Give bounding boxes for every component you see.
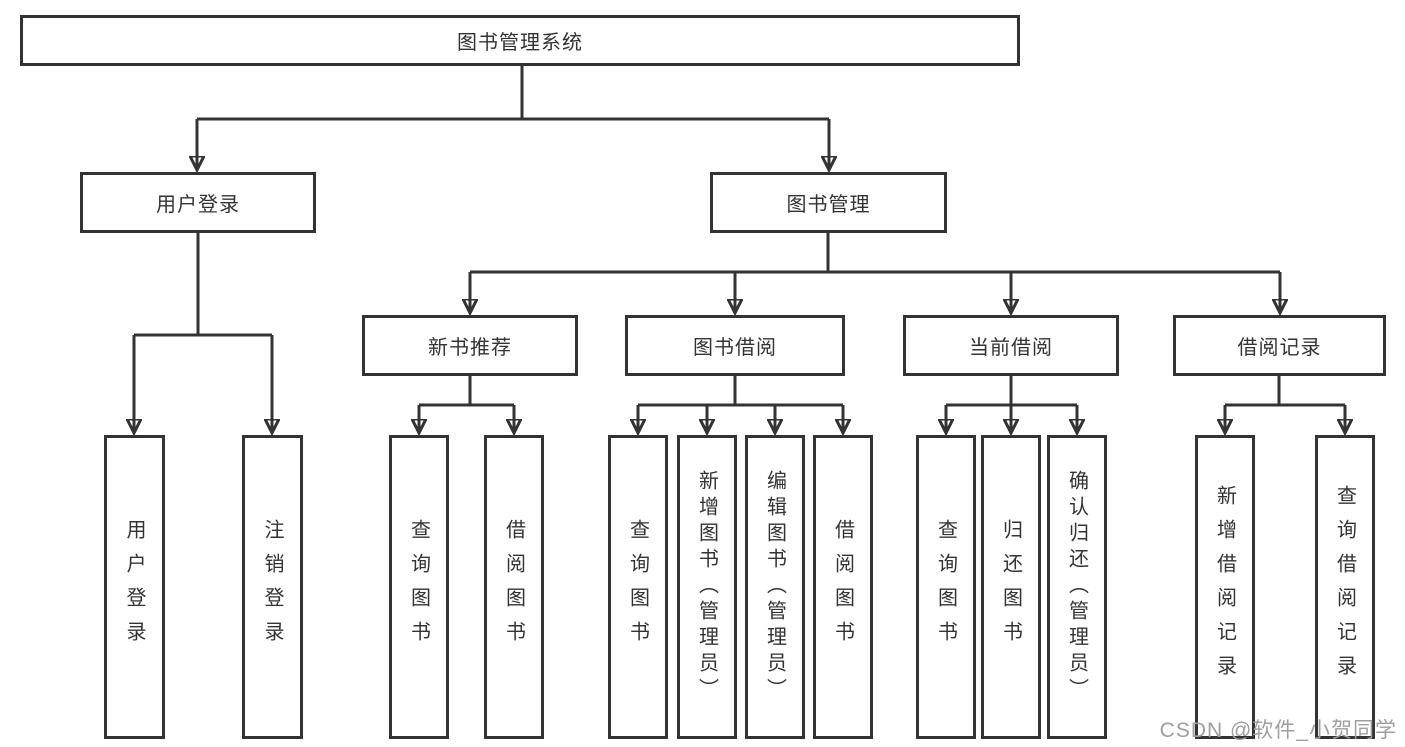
- node-root-label: 图书管理系统: [457, 32, 583, 54]
- node-leaf-query-borrow-record-label: 查询借阅记录: [1333, 485, 1356, 689]
- node-leaf-query-books-1: 查询图书: [389, 435, 449, 739]
- node-leaf-return-books-label: 归还图书: [999, 519, 1022, 655]
- node-book-mgmt: 图书管理: [710, 172, 947, 233]
- node-book-mgmt-label: 图书管理: [786, 194, 871, 216]
- node-leaf-query-borrow-record: 查询借阅记录: [1315, 435, 1375, 739]
- node-leaf-borrow-books-1: 借阅图书: [484, 435, 544, 739]
- node-borrow-records-label: 借阅记录: [1237, 337, 1322, 359]
- node-new-book-rec-label: 新书推荐: [428, 337, 512, 359]
- node-leaf-return-books: 归还图书: [981, 435, 1041, 739]
- node-leaf-query-books-1-label: 查询图书: [407, 519, 430, 655]
- node-leaf-logout: 注销登录: [242, 435, 303, 739]
- node-current-borrow-label: 当前借阅: [969, 337, 1053, 359]
- connector-current-borrow-to-leaves: [946, 376, 1077, 433]
- connector-new-book-rec-to-leaves: [419, 376, 514, 433]
- node-leaf-query-books-2: 查询图书: [608, 435, 668, 739]
- node-leaf-borrow-books-2: 借阅图书: [813, 435, 873, 739]
- node-leaf-add-borrow-record-label: 新增借阅记录: [1213, 485, 1236, 689]
- node-leaf-query-books-2-label: 查询图书: [626, 519, 649, 655]
- node-leaf-query-books-3-label: 查询图书: [934, 519, 957, 655]
- node-leaf-borrow-books-2-label: 借阅图书: [831, 519, 854, 655]
- connector-user-login-to-leaves: [134, 233, 272, 433]
- node-leaf-edit-books-admin: 编辑图书（管理员）: [745, 435, 805, 739]
- node-leaf-confirm-return-admin: 确认归还（管理员）: [1047, 435, 1107, 739]
- node-leaf-logout-label: 注销登录: [261, 519, 283, 655]
- node-user-login: 用户登录: [80, 172, 316, 233]
- node-leaf-user-login: 用户登录: [104, 435, 165, 739]
- node-leaf-add-books-admin-label: 新增图书（管理员）: [695, 470, 718, 704]
- connector-book-mgmt-to-level3: [470, 233, 1280, 313]
- node-leaf-query-books-3: 查询图书: [916, 435, 976, 739]
- node-borrow-records: 借阅记录: [1173, 315, 1386, 376]
- node-leaf-add-borrow-record: 新增借阅记录: [1195, 435, 1255, 739]
- node-current-borrow: 当前借阅: [903, 315, 1119, 376]
- connector-book-borrow-to-leaves: [638, 376, 843, 433]
- node-user-login-label: 用户登录: [156, 194, 240, 216]
- node-new-book-rec: 新书推荐: [362, 315, 578, 376]
- node-leaf-confirm-return-admin-label: 确认归还（管理员）: [1065, 470, 1088, 704]
- node-leaf-user-login-label: 用户登录: [123, 519, 145, 655]
- node-leaf-add-books-admin: 新增图书（管理员）: [677, 435, 737, 739]
- node-root: 图书管理系统: [20, 15, 1020, 66]
- node-leaf-borrow-books-1-label: 借阅图书: [502, 519, 525, 655]
- node-leaf-edit-books-admin-label: 编辑图书（管理员）: [763, 470, 786, 704]
- node-book-borrow: 图书借阅: [625, 315, 845, 376]
- connector-root-to-level2: [197, 66, 829, 170]
- connector-borrow-records-to-leaves: [1225, 376, 1345, 433]
- node-book-borrow-label: 图书借阅: [693, 337, 777, 359]
